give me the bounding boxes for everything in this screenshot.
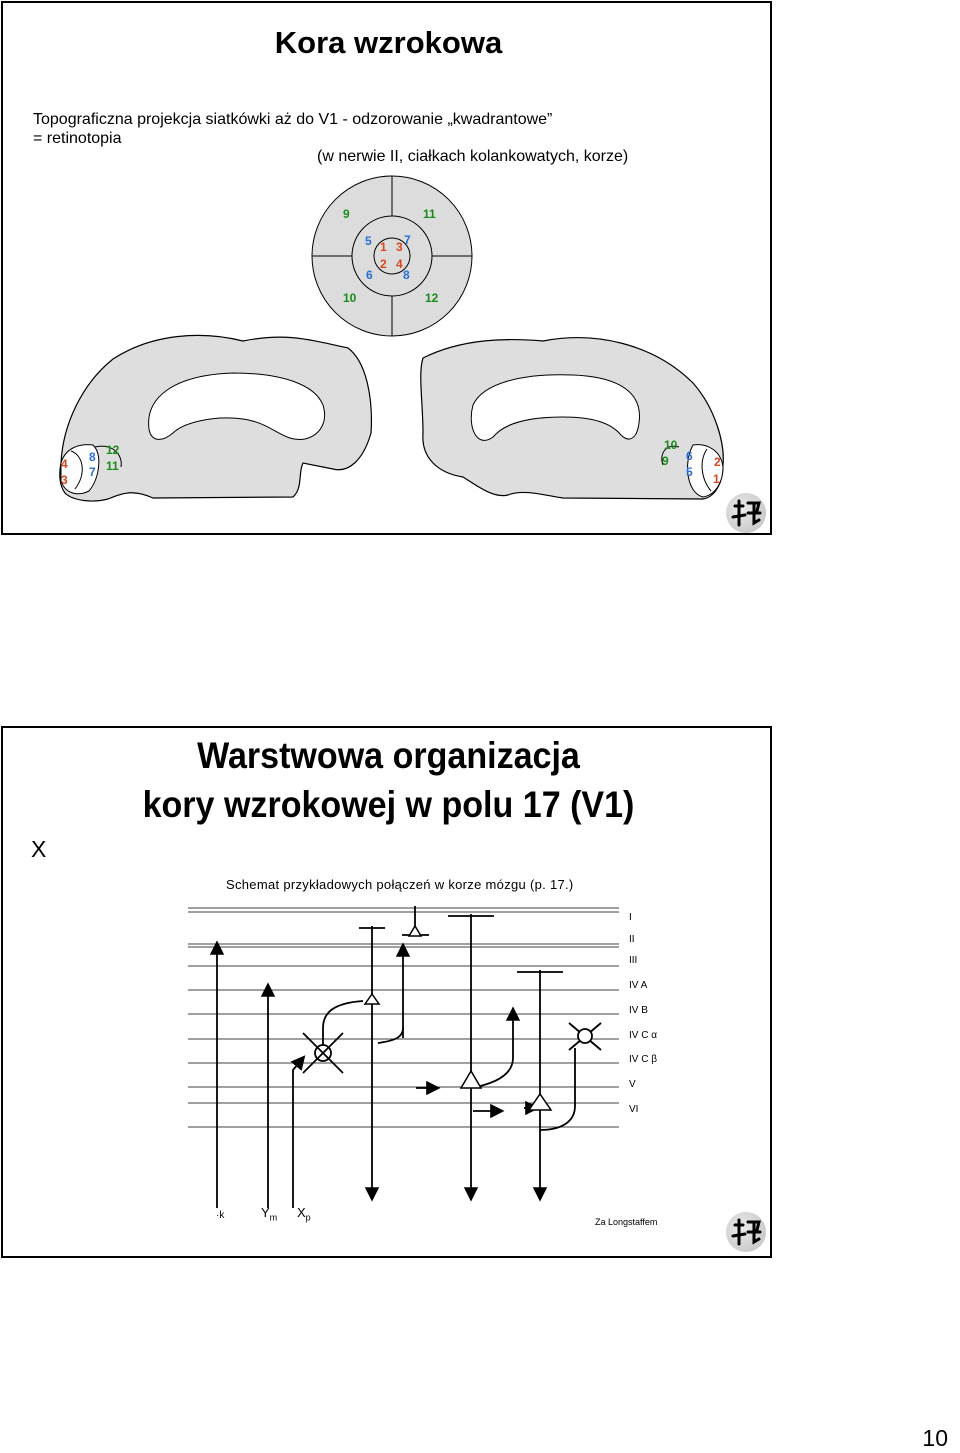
label-y-sub: m [269, 1212, 278, 1223]
retina-label-6: 6 [366, 268, 373, 282]
cortex-layer-diagram [188, 906, 619, 1208]
afferent-label-x: Xp [297, 1205, 311, 1223]
retina-label-10: 10 [343, 291, 357, 305]
credit-text: Za Longstaffem [595, 1217, 658, 1227]
layer-label: IV B [629, 1005, 648, 1016]
retina-label-12: 12 [425, 291, 439, 305]
label-x-sub: p [305, 1212, 311, 1223]
title-line-2: kory wzrokowej w polu 17 (V1) [142, 784, 635, 825]
left-label-8: 8 [89, 450, 96, 464]
right-hemisphere [420, 337, 724, 500]
diagram-caption: Schemat przykładowych połączeń w korze m… [226, 877, 574, 892]
retina-label-5: 5 [365, 234, 372, 248]
right-label-6: 6 [686, 449, 693, 463]
right-label-5: 5 [686, 465, 693, 479]
retina-label-4: 4 [396, 257, 403, 271]
layer-label: III [629, 955, 638, 966]
pyramidal-cells [363, 924, 553, 1111]
left-label-4: 4 [61, 457, 68, 471]
retina-label-2: 2 [380, 257, 387, 271]
retina-label-8: 8 [403, 268, 410, 282]
logo-glyph-icon [731, 499, 762, 527]
logo-icon [726, 1212, 766, 1252]
right-label-1: 1 [713, 472, 720, 486]
slide-title: Warstwowa organizacja kory wzrokowej w p… [34, 731, 743, 829]
right-label-10: 10 [664, 438, 678, 452]
text-line-1: Topograficzna projekcja siatkówki aż do … [33, 111, 553, 128]
slide-title: Kora wzrokowa [274, 25, 503, 60]
layer-label: II [629, 934, 635, 945]
layer-label: V [629, 1079, 636, 1090]
layer-label: VI [629, 1104, 639, 1115]
page-number: 10 [922, 1425, 948, 1451]
retinotopy-diagram: 9 11 5 1 3 7 2 4 6 8 10 12 4 3 8 7 12 [59, 175, 724, 502]
retina-label-7: 7 [404, 233, 411, 247]
layer-label: I [629, 912, 632, 923]
afferent-label-k: ·k [216, 1210, 225, 1221]
layer-label: IV A [629, 980, 648, 991]
layer-boundaries [188, 907, 619, 1128]
right-label-9: 9 [662, 454, 669, 468]
slide-visual-cortex: Kora wzrokowa Topograficzna projekcja si… [1, 1, 772, 535]
retina-label-1: 1 [380, 240, 387, 254]
text-line-3: (w nerwie II, ciałkach kolankowatych, ko… [317, 148, 629, 165]
label-k-text: k [219, 1210, 225, 1221]
left-label-12: 12 [106, 443, 120, 457]
label-x-text: X [297, 1205, 306, 1220]
retina-label-11: 11 [423, 207, 436, 221]
afferent-label-y: Ym [261, 1205, 277, 1223]
layer-label: IV C β [629, 1054, 657, 1065]
left-label-7: 7 [89, 465, 96, 479]
slide-text-retinotopy: Topograficzna projekcja siatkówki aż do … [33, 110, 552, 148]
title-line-1: Warstwowa organizacja [197, 735, 580, 776]
logo-glyph-icon [731, 1218, 762, 1246]
slide-layered-cortex: Warstwowa organizacja kory wzrokowej w p… [1, 726, 772, 1258]
retina-label-3: 3 [396, 240, 403, 254]
logo-icon [726, 493, 766, 533]
retina-disc [311, 175, 473, 337]
left-label-3: 3 [61, 473, 68, 487]
layer-label: IV C α [629, 1030, 658, 1041]
retina-label-9: 9 [343, 207, 350, 221]
right-label-2: 2 [714, 455, 721, 469]
text-line-2: = retinotopia [33, 130, 122, 147]
left-hemisphere [59, 334, 372, 502]
side-mark: X [31, 836, 47, 862]
connection-paths [209, 906, 602, 1208]
label-y-text: Y [261, 1205, 270, 1220]
left-label-11: 11 [106, 459, 119, 473]
